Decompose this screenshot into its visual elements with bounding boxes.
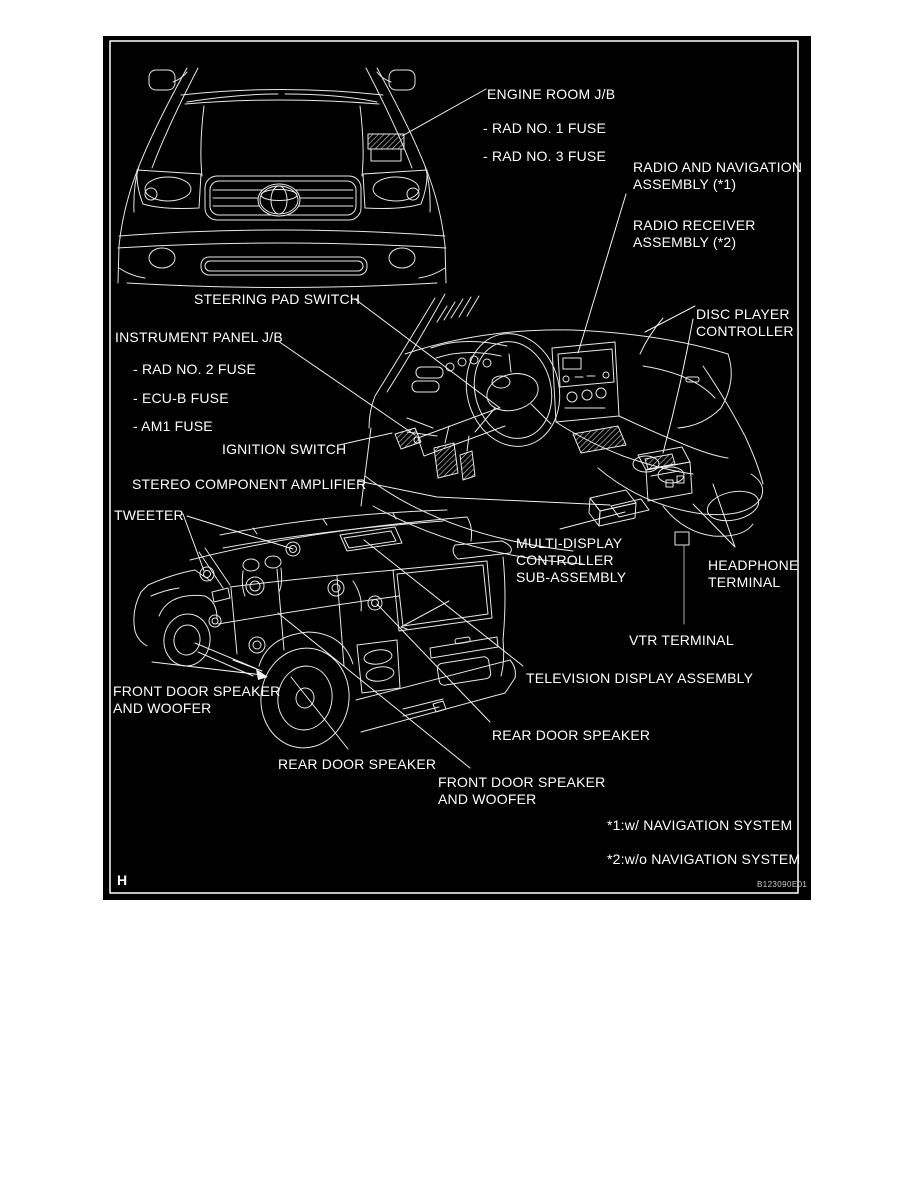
label-television-display-assembly: TELEVISION DISPLAY ASSEMBLY bbox=[526, 670, 754, 686]
brake-pedal-icon bbox=[434, 443, 458, 478]
television-display-icon bbox=[340, 527, 402, 551]
label-steering-pad-switch: STEERING PAD SWITCH bbox=[194, 291, 361, 307]
label-front-door-speaker-left: FRONT DOOR SPEAKER AND WOOFER bbox=[113, 683, 281, 716]
engine-room-junction-block-icon bbox=[368, 134, 404, 149]
label-radio-receiver-assembly: RADIO RECEIVER ASSEMBLY (*2) bbox=[633, 217, 756, 250]
rear-window-icon bbox=[393, 561, 492, 631]
rear-spoiler-icon bbox=[453, 541, 511, 559]
label-rad-no2-fuse: - RAD NO. 2 FUSE bbox=[133, 361, 256, 377]
label-rear-door-speaker-right: REAR DOOR SPEAKER bbox=[492, 727, 651, 743]
vehicle-line-art bbox=[103, 36, 811, 900]
radio-head-unit-icon bbox=[552, 342, 619, 422]
leader-lines bbox=[152, 89, 735, 768]
label-headphone-terminal: HEADPHONE TERMINAL bbox=[708, 557, 799, 590]
arrowhead-icon bbox=[256, 669, 268, 680]
label-instrument-panel-jb: INSTRUMENT PANEL J/B bbox=[115, 329, 283, 345]
label-engine-room-jb: ENGINE ROOM J/B bbox=[487, 86, 616, 102]
label-rear-door-speaker-left: REAR DOOR SPEAKER bbox=[278, 756, 437, 772]
disc-player-controller-icon bbox=[638, 447, 692, 501]
rear-view-art bbox=[134, 510, 516, 754]
figure-code: B123090E01 bbox=[757, 880, 808, 889]
label-radio-and-navigation-assembly: RADIO AND NAVIGATION ASSEMBLY (*1) bbox=[633, 159, 803, 192]
ignition-key-icon bbox=[395, 428, 421, 449]
label-rad-no1-fuse: - RAD NO. 1 FUSE bbox=[483, 120, 606, 136]
diagram-border bbox=[110, 41, 798, 893]
rear-door-speaker-icon bbox=[368, 596, 382, 610]
woofer-icon bbox=[209, 615, 221, 627]
accelerator-pedal-icon bbox=[460, 451, 475, 480]
component-location-diagram: ENGINE ROOM J/B - RAD NO. 1 FUSE - RAD N… bbox=[103, 36, 811, 900]
tweeter-icon bbox=[200, 567, 214, 581]
rear-door-speaker-icon bbox=[328, 580, 344, 596]
label-ecu-b-fuse: - ECU-B FUSE bbox=[133, 390, 229, 406]
dashboard-view-art bbox=[361, 294, 763, 564]
tweeter-icon bbox=[286, 542, 300, 556]
footnote-without-navigation: *2:w/o NAVIGATION SYSTEM bbox=[607, 851, 801, 867]
license-plate-recess-icon bbox=[437, 656, 492, 686]
label-vtr-terminal: VTR TERMINAL bbox=[629, 632, 734, 648]
grille-icon bbox=[205, 176, 361, 220]
label-rad-no3-fuse: - RAD NO. 3 FUSE bbox=[483, 148, 606, 164]
right-mirror-icon bbox=[389, 70, 415, 90]
side-mirror-icon bbox=[212, 588, 230, 602]
front-door-speaker-icon bbox=[249, 637, 265, 653]
vtr-terminal-icon bbox=[675, 532, 689, 545]
left-headlight-icon bbox=[137, 170, 201, 209]
front-view-art bbox=[118, 68, 446, 288]
multi-display-controller-icon bbox=[611, 499, 649, 517]
label-multi-display-controller: MULTI-DISPLAY CONTROLLER SUB-ASSEMBLY bbox=[516, 535, 627, 585]
label-stereo-component-amplifier: STEREO COMPONENT AMPLIFIER bbox=[132, 476, 367, 492]
left-mirror-icon bbox=[149, 70, 175, 90]
right-headlight-icon bbox=[363, 170, 427, 209]
right-fog-light-icon bbox=[389, 248, 415, 268]
front-wheel-icon bbox=[161, 611, 214, 669]
rear-wheel-icon bbox=[254, 642, 355, 753]
label-front-door-speaker-center: FRONT DOOR SPEAKER AND WOOFER bbox=[438, 774, 606, 807]
page-marker: H bbox=[117, 872, 128, 888]
label-ignition-switch: IGNITION SWITCH bbox=[222, 441, 347, 457]
taillight-icon bbox=[357, 640, 400, 693]
rear-wiper-icon bbox=[401, 601, 449, 629]
footnote-with-navigation: *1:w/ NAVIGATION SYSTEM bbox=[607, 817, 793, 833]
label-tweeter: TWEETER bbox=[114, 507, 184, 523]
steering-wheel-icon bbox=[455, 324, 572, 457]
front-door-speaker-icon bbox=[246, 577, 264, 595]
label-am1-fuse: - AM1 FUSE bbox=[133, 418, 213, 434]
left-fog-light-icon bbox=[149, 248, 175, 268]
label-disc-player-controller: DISC PLAYER CONTROLLER bbox=[696, 306, 794, 339]
stereo-amplifier-icon bbox=[589, 490, 636, 526]
